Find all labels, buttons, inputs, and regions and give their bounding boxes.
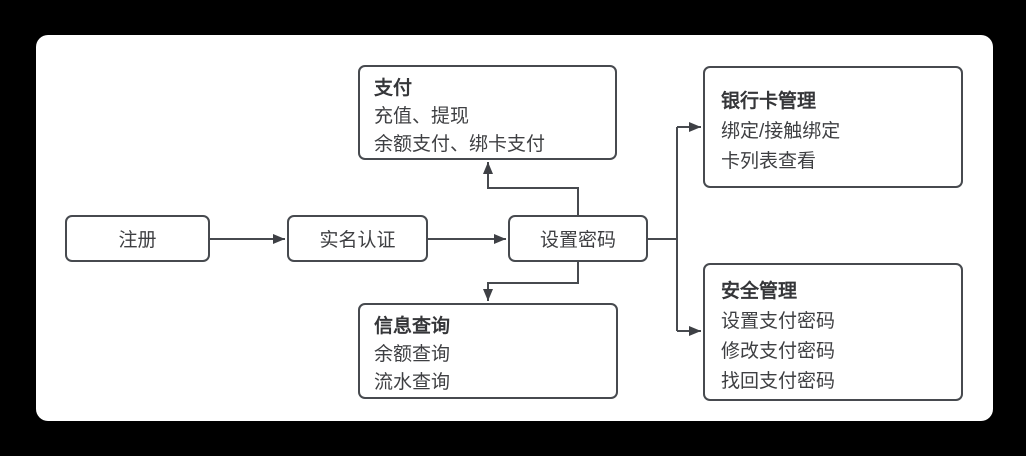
node-payment-title: 支付 (374, 78, 413, 99)
node-security-mgmt-title: 安全管理 (721, 281, 798, 302)
node-bank-card-mgmt-title: 银行卡管理 (721, 91, 817, 112)
node-security-mgmt-line: 修改支付密码 (721, 341, 836, 362)
node-set-password-label: 设置密码 (539, 230, 616, 251)
diagram-canvas: 注册 实名认证 设置密码 支付 充值、提现 余额支付、绑卡支付 信息查询 余额查… (36, 35, 993, 421)
node-security-mgmt[interactable]: 安全管理 设置支付密码 修改支付密码 找回支付密码 (703, 263, 963, 401)
node-register[interactable]: 注册 (65, 215, 210, 262)
node-real-name-auth[interactable]: 实名认证 (287, 215, 428, 262)
arrow-setpassword-to-payment (483, 162, 579, 215)
node-info-query-title: 信息查询 (374, 316, 451, 337)
arrow-setpassword-to-infoquery (483, 262, 579, 301)
node-info-query[interactable]: 信息查询 余额查询 流水查询 (358, 303, 618, 399)
node-bank-card-mgmt-line: 绑定/接触绑定 (721, 121, 841, 142)
node-security-mgmt-line: 找回支付密码 (721, 371, 836, 392)
node-security-mgmt-line: 设置支付密码 (721, 311, 836, 332)
node-set-password[interactable]: 设置密码 (508, 215, 648, 262)
node-payment-line: 充值、提现 (374, 106, 470, 127)
connector-setpassword-branch (648, 127, 678, 331)
node-info-query-line: 余额查询 (374, 344, 451, 365)
node-real-name-auth-label: 实名认证 (319, 230, 396, 251)
node-bank-card-mgmt-line: 卡列表查看 (721, 151, 817, 172)
node-payment[interactable]: 支付 充值、提现 余额支付、绑卡支付 (358, 65, 617, 160)
node-register-label: 注册 (118, 230, 157, 251)
node-info-query-line: 流水查询 (374, 372, 451, 393)
node-payment-line: 余额支付、绑卡支付 (374, 134, 546, 155)
node-bank-card-mgmt[interactable]: 银行卡管理 绑定/接触绑定 卡列表查看 (703, 66, 963, 188)
